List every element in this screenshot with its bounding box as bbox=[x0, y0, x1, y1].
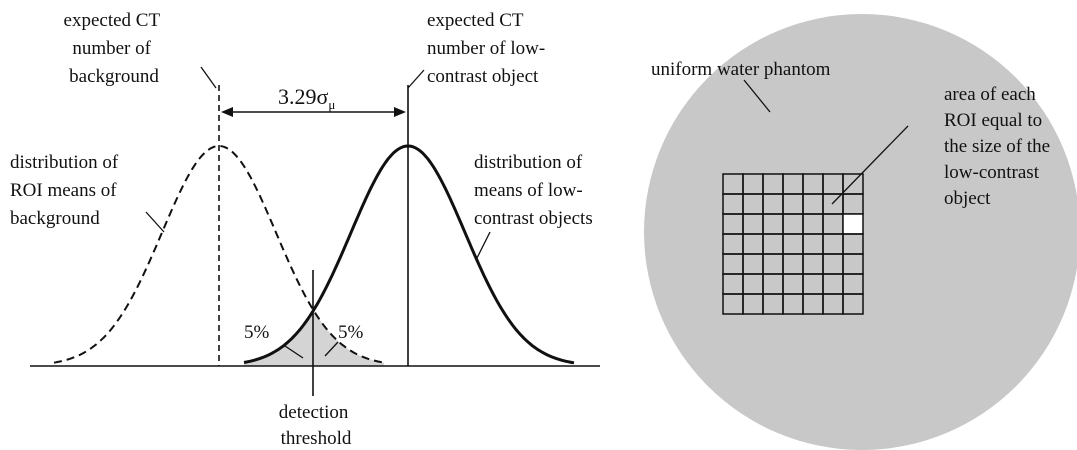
object-distribution-curve bbox=[243, 144, 575, 365]
background-distribution-label: distribution of ROI means of background bbox=[10, 152, 123, 229]
separation-label: 3.29σμ bbox=[278, 84, 335, 112]
roi-cell-highlighted bbox=[842, 213, 864, 235]
object-ct-label: expected CT number of low- contrast obje… bbox=[427, 10, 550, 87]
detectability-panel: 3.29σμ expected CT number of background … bbox=[10, 10, 600, 449]
object-distribution-leader bbox=[475, 231, 491, 261]
roi-grid bbox=[722, 173, 864, 315]
roi-label: area of each ROI equal to the size of th… bbox=[944, 84, 1055, 209]
phantom-panel: uniform water phantom area of each ROI e… bbox=[644, 14, 1077, 450]
tail-right-leader bbox=[324, 341, 339, 357]
overlap-tail-area bbox=[244, 309, 384, 366]
phantom-label-leader bbox=[743, 79, 771, 113]
tail-left-leader bbox=[284, 345, 304, 359]
background-distribution-leader bbox=[145, 211, 165, 233]
separation-arrow bbox=[221, 107, 406, 117]
roi-cell bbox=[842, 293, 864, 315]
object-ct-leader bbox=[407, 69, 425, 89]
object-distribution-label: distribution of means of low- contrast o… bbox=[474, 152, 593, 229]
roi-label-leader bbox=[831, 125, 909, 205]
detection-threshold-label: detection threshold bbox=[279, 402, 353, 449]
background-ct-label: expected CT number of background bbox=[64, 10, 165, 87]
tail-percent-right: 5% bbox=[338, 322, 364, 343]
background-ct-leader bbox=[200, 66, 217, 89]
phantom-label: uniform water phantom bbox=[651, 59, 831, 80]
tail-percent-left: 5% bbox=[244, 322, 270, 343]
